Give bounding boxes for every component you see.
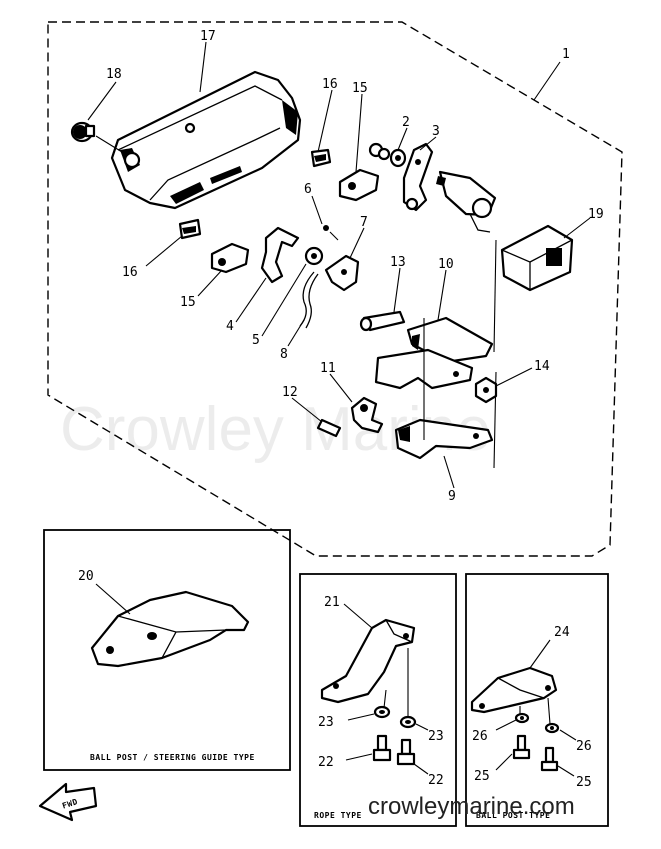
callout-26-right: 26 [576, 739, 592, 754]
callout-14: 14 [534, 359, 550, 374]
callout-24: 24 [554, 625, 570, 640]
callout-15-upper: 15 [352, 81, 368, 96]
part-15-lever-lower [210, 242, 250, 274]
part-19-connector [500, 224, 574, 292]
callout-4: 4 [226, 319, 234, 334]
callout-20: 20 [78, 569, 94, 584]
box-rope-type [299, 573, 457, 827]
footer-url: crowleymarine.com [368, 793, 575, 820]
part-17-housing [110, 70, 302, 210]
assembly-outline [47, 21, 623, 557]
part-8-spring [299, 271, 319, 329]
part-24-bracket [470, 639, 558, 725]
callout-16-upper: 16 [322, 77, 338, 92]
callout-3: 3 [432, 124, 440, 139]
fwd-arrow-icon: FWD [38, 782, 98, 822]
assembly-lines [329, 231, 497, 469]
callout-25-left: 25 [474, 769, 490, 784]
callout-23-right: 23 [428, 729, 444, 744]
part-15-lever-upper [338, 168, 380, 202]
callout-23-left: 23 [318, 715, 334, 730]
part-16-clip-upper [310, 148, 332, 168]
callout-22-right: 22 [428, 773, 444, 788]
part-14-nut [474, 376, 498, 404]
part-25-bolt-left [512, 734, 531, 760]
part-5-washer [304, 246, 324, 266]
box-ball-post-type [465, 573, 609, 827]
callout-2: 2 [402, 115, 410, 130]
callout-25-right: 25 [576, 775, 592, 790]
box-ball-post-steering-guide [43, 529, 291, 771]
part-26-washer-right [544, 722, 560, 734]
caption-ball-post-steering-guide: BALL POST / STEERING GUIDE TYPE [90, 753, 255, 762]
switch-unit [436, 170, 497, 233]
callout-19: 19 [588, 207, 604, 222]
part-23-washer-left [373, 705, 391, 719]
callout-11: 11 [320, 361, 336, 376]
callout-9: 9 [448, 489, 456, 504]
part-21-bracket [320, 603, 416, 716]
leader-lines [87, 41, 591, 489]
part-22-bolt-left [372, 734, 392, 762]
part-6-pin [323, 225, 329, 231]
callout-1: 1 [562, 47, 570, 62]
part-20-guide [90, 583, 250, 668]
part-12-pin [316, 418, 342, 438]
callout-26-left: 26 [472, 729, 488, 744]
callout-18: 18 [106, 67, 122, 82]
part-13-shaft [359, 310, 406, 332]
caption-rope-type: ROPE TYPE [314, 811, 362, 820]
part-18-knob [70, 121, 123, 153]
callout-12: 12 [282, 385, 298, 400]
callout-8: 8 [280, 347, 288, 362]
part-7-lever [324, 254, 360, 292]
callout-17: 17 [200, 29, 216, 44]
caption-ball-post-type: BALL POST TYPE [476, 811, 550, 820]
part-26-washer-left [514, 712, 530, 724]
callout-22-left: 22 [318, 755, 334, 770]
callout-16-lower: 16 [122, 265, 138, 280]
callout-15-lower: 15 [180, 295, 196, 310]
part-3-bracket [402, 142, 434, 212]
part-16-clip-lower [178, 218, 202, 240]
callout-6: 6 [304, 182, 312, 197]
part-2-washer [368, 142, 407, 168]
callout-5: 5 [252, 333, 260, 348]
callout-13: 13 [390, 255, 406, 270]
part-25-bolt-right [540, 746, 559, 772]
part-4-link [260, 226, 300, 284]
callout-7: 7 [360, 215, 368, 230]
part-23-washer-right [399, 715, 417, 729]
part-22-bolt-right [396, 738, 416, 766]
callout-21: 21 [324, 595, 340, 610]
part-11-bracket [350, 396, 384, 434]
callout-10: 10 [438, 257, 454, 272]
part-9-plate [394, 418, 494, 460]
